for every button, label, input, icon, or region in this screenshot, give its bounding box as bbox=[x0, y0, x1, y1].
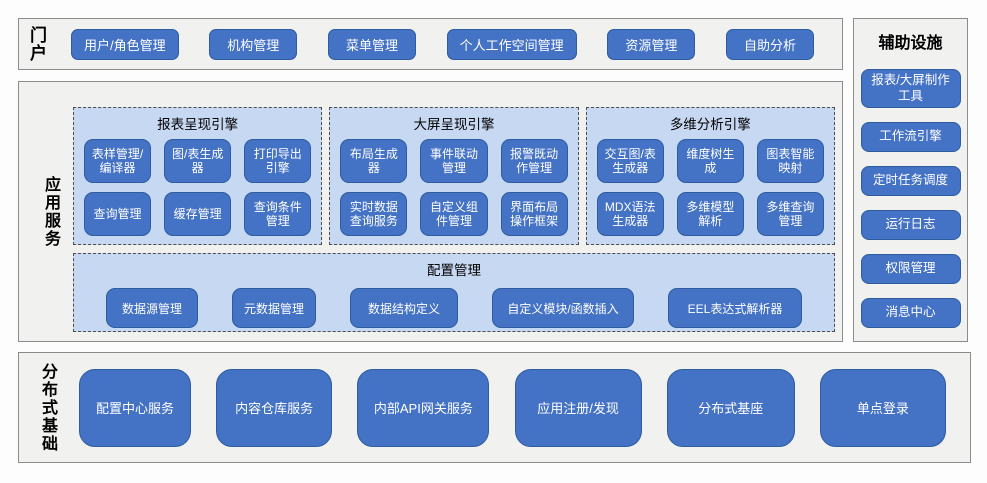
engine-panel-report-title: 报表呈现引擎 bbox=[157, 117, 239, 132]
dist-item-content-repo: 内容仓库服务 bbox=[216, 368, 333, 447]
auxiliary-section: 辅助设施 报表/大屏制作工具 工作流引擎 定时任务调度 运行日志 权限管理 消息… bbox=[853, 18, 968, 342]
portal-button-row: 用户/角色管理 机构管理 菜单管理 个人工作空间管理 资源管理 自助分析 bbox=[71, 28, 814, 60]
engine-olap-item-6: 多维查询管理 bbox=[756, 192, 824, 236]
engine-bigscreen-item-1: 布局生成器 bbox=[340, 139, 408, 183]
config-item-datasource: 数据源管理 bbox=[106, 288, 198, 328]
engine-report-item-4: 查询管理 bbox=[84, 192, 152, 236]
app-services-label: 应用服务 bbox=[42, 175, 59, 248]
engine-panel-bigscreen-grid: 布局生成器 事件联动管理 报警既动作管理 实时数据查询服务 自定义组件管理 界面… bbox=[330, 135, 577, 246]
portal-label: 门户 bbox=[27, 26, 46, 62]
distributed-section: 分布式基础 配置中心服务 内容仓库服务 内部API网关服务 应用注册/发现 分布… bbox=[18, 352, 971, 463]
auxiliary-title: 辅助设施 bbox=[878, 35, 943, 52]
dist-item-app-registry: 应用注册/发现 bbox=[514, 368, 642, 447]
engine-panel-bigscreen: 大屏呈现引擎 布局生成器 事件联动管理 报警既动作管理 实时数据查询服务 自定义… bbox=[329, 107, 579, 246]
engine-olap-item-4: MDX语法生成器 bbox=[596, 192, 664, 236]
distributed-label: 分布式基础 bbox=[39, 362, 56, 453]
engine-panel-olap: 多维分析引擎 交互图/表生成器 维度树生成 图表智能映射 MDX语法生成器 多维… bbox=[585, 107, 835, 246]
engine-bigscreen-item-4: 实时数据查询服务 bbox=[340, 192, 408, 236]
distributed-label-col: 分布式基础 bbox=[27, 363, 67, 453]
portal-section: 门户 用户/角色管理 机构管理 菜单管理 个人工作空间管理 资源管理 自助分析 bbox=[18, 18, 843, 70]
engine-report-item-5: 缓存管理 bbox=[164, 192, 232, 236]
engine-panel-bigscreen-title: 大屏呈现引擎 bbox=[413, 117, 495, 132]
portal-item-self-analysis: 自助分析 bbox=[726, 28, 814, 60]
aux-item-workflow: 工作流引擎 bbox=[860, 122, 961, 153]
aux-item-message-center: 消息中心 bbox=[860, 298, 961, 329]
engine-bigscreen-item-3: 报警既动作管理 bbox=[500, 139, 568, 183]
portal-item-org: 机构管理 bbox=[209, 28, 298, 60]
app-services-label-col: 应用服务 bbox=[29, 82, 71, 341]
engine-olap-item-3: 图表智能映射 bbox=[756, 139, 824, 183]
app-services-content: 报表呈现引擎 表样管理/编译器 图/表生成器 打印导出引擎 查询管理 缓存管理 … bbox=[71, 82, 842, 341]
engine-panel-report-grid: 表样管理/编译器 图/表生成器 打印导出引擎 查询管理 缓存管理 查询条件管理 bbox=[74, 135, 321, 246]
config-item-custom-module: 自定义模块/函数插入 bbox=[492, 288, 634, 328]
aux-item-report-tool: 报表/大屏制作工具 bbox=[860, 69, 961, 109]
config-item-eel-parser: EEL表达式解析器 bbox=[668, 288, 802, 328]
aux-item-run-log: 运行日志 bbox=[860, 210, 961, 241]
engine-olap-item-5: 多维模型解析 bbox=[676, 192, 744, 236]
dist-item-sso: 单点登录 bbox=[819, 368, 946, 447]
engine-olap-item-1: 交互图/表生成器 bbox=[596, 139, 664, 183]
engine-report-item-3: 打印导出引擎 bbox=[244, 139, 312, 183]
portal-item-menu: 菜单管理 bbox=[327, 28, 416, 60]
engine-bigscreen-item-2: 事件联动管理 bbox=[420, 139, 488, 183]
config-panel: 配置管理 数据源管理 元数据管理 数据结构定义 自定义模块/函数插入 EEL表达… bbox=[73, 253, 835, 332]
config-item-metadata: 元数据管理 bbox=[232, 288, 316, 328]
aux-item-permission: 权限管理 bbox=[860, 254, 961, 285]
engine-panel-olap-title: 多维分析引擎 bbox=[669, 117, 751, 132]
dist-item-api-gateway: 内部API网关服务 bbox=[357, 368, 490, 447]
engines-row: 报表呈现引擎 表样管理/编译器 图/表生成器 打印导出引擎 查询管理 缓存管理 … bbox=[73, 107, 835, 245]
portal-item-resource: 资源管理 bbox=[607, 28, 696, 60]
distributed-button-row: 配置中心服务 内容仓库服务 内部API网关服务 应用注册/发现 分布式基座 单点… bbox=[79, 368, 946, 447]
engine-report-item-6: 查询条件管理 bbox=[244, 192, 312, 236]
engine-olap-item-2: 维度树生成 bbox=[676, 139, 744, 183]
engine-report-item-2: 图/表生成器 bbox=[164, 139, 232, 183]
dist-item-config-center: 配置中心服务 bbox=[79, 368, 191, 447]
engine-bigscreen-item-5: 自定义组件管理 bbox=[420, 192, 488, 236]
config-button-row: 数据源管理 元数据管理 数据结构定义 自定义模块/函数插入 EEL表达式解析器 bbox=[74, 281, 834, 328]
engine-bigscreen-item-6: 界面布局操作框架 bbox=[500, 192, 568, 236]
engine-panel-report: 报表呈现引擎 表样管理/编译器 图/表生成器 打印导出引擎 查询管理 缓存管理 … bbox=[73, 107, 323, 246]
engine-panel-olap-grid: 交互图/表生成器 维度树生成 图表智能映射 MDX语法生成器 多维模型解析 多维… bbox=[587, 135, 834, 246]
config-item-structure: 数据结构定义 bbox=[350, 288, 458, 328]
engine-report-item-1: 表样管理/编译器 bbox=[84, 139, 152, 183]
app-services-section: 应用服务 报表呈现引擎 表样管理/编译器 图/表生成器 打印导出引擎 查询管理 … bbox=[18, 81, 843, 342]
config-panel-title: 配置管理 bbox=[427, 263, 481, 278]
portal-item-user-role: 用户/角色管理 bbox=[71, 28, 179, 60]
aux-item-scheduler: 定时任务调度 bbox=[860, 166, 961, 197]
dist-item-base: 分布式基座 bbox=[666, 368, 795, 447]
portal-item-workspace: 个人工作空间管理 bbox=[446, 28, 577, 60]
